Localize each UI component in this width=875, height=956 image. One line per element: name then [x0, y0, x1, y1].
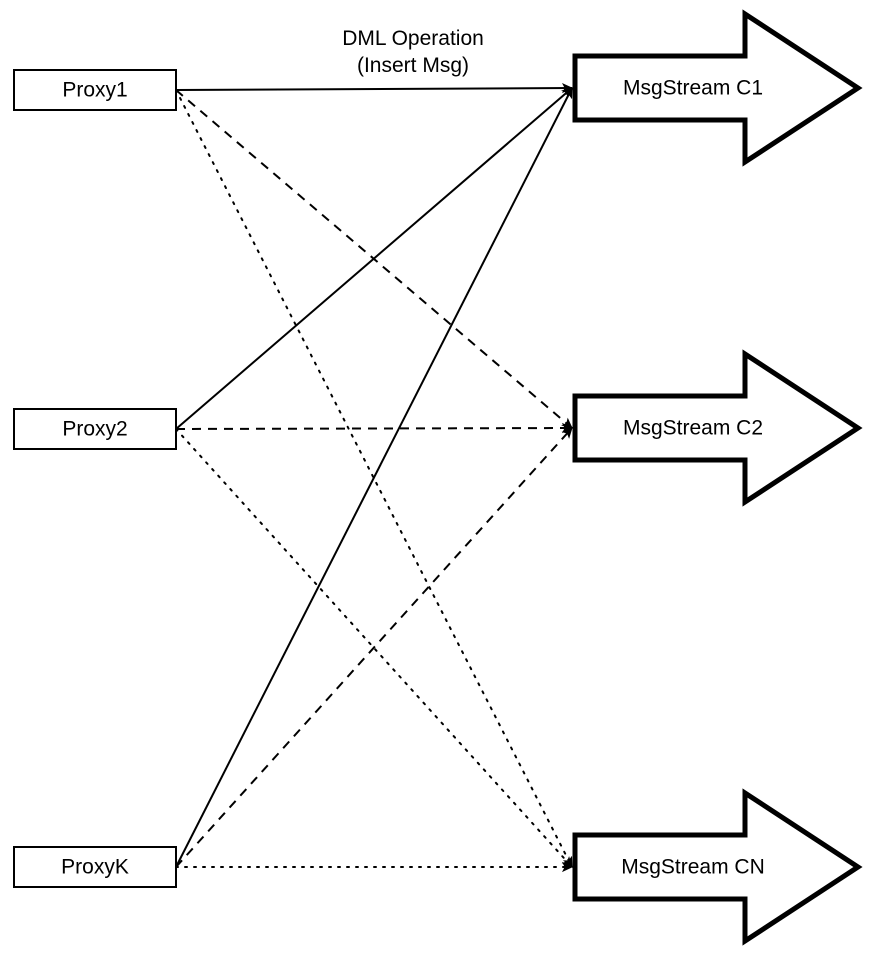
- block-arrow-shape[interactable]: [572, 788, 863, 946]
- proxy-node-proxy2[interactable]: Proxy2: [13, 408, 177, 450]
- edge-proxy1-to-stream-c1[interactable]: [175, 82, 573, 94]
- dml-operation-annotation: DML Operation (Insert Msg): [342, 27, 484, 77]
- msgstream-node-c1[interactable]: MsgStream C1: [572, 9, 863, 167]
- proxy-node-proxy1[interactable]: Proxy1: [13, 69, 177, 111]
- proxy-box-label: Proxy2: [62, 418, 127, 441]
- proxy-box-rect[interactable]: [13, 69, 177, 111]
- proxy-box-rect[interactable]: [13, 846, 177, 888]
- edge-proxy2-to-stream-c1[interactable]: [175, 87, 573, 430]
- msgstream-node-cn[interactable]: MsgStream CN: [572, 788, 863, 946]
- proxy-node-proxyk[interactable]: ProxyK: [13, 846, 177, 888]
- edge-proxyk-to-stream-c1[interactable]: [175, 87, 573, 868]
- edge-proxy2-to-stream-c2[interactable]: [175, 422, 573, 434]
- msgstream-node-c2[interactable]: MsgStream C2: [572, 349, 863, 507]
- dml-operation-label-line1: DML Operation: [342, 27, 484, 50]
- edge-proxyk-to-stream-c2[interactable]: [175, 427, 573, 868]
- block-arrow-shape[interactable]: [572, 9, 863, 167]
- edge-layer: [175, 82, 573, 873]
- edge-proxy2-to-stream-cn[interactable]: [175, 428, 573, 868]
- proxy-box-rect[interactable]: [13, 408, 177, 450]
- proxy-box-label: ProxyK: [61, 856, 129, 879]
- msgstream-label: MsgStream CN: [621, 856, 765, 879]
- edge-proxy1-to-stream-cn[interactable]: [175, 89, 573, 868]
- block-arrow-shape[interactable]: [572, 349, 863, 507]
- msgstream-label: MsgStream C2: [623, 417, 763, 440]
- msgstream-label: MsgStream C1: [623, 77, 763, 100]
- proxy-box-label: Proxy1: [62, 79, 127, 102]
- dml-operation-label-line2: (Insert Msg): [357, 54, 469, 77]
